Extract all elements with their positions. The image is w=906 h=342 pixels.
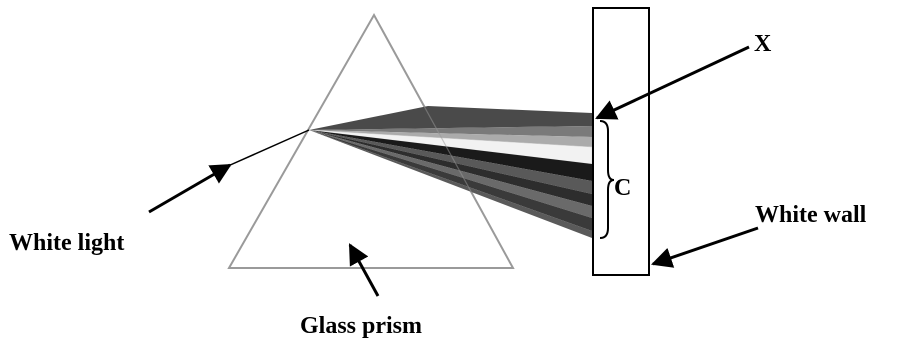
incident-ray bbox=[227, 129, 310, 167]
spectrum-bands bbox=[308, 106, 593, 238]
prism-pointer-arrow bbox=[348, 243, 380, 297]
label-x: X bbox=[754, 31, 772, 57]
c-brace bbox=[599, 120, 615, 239]
label-white-light: White light bbox=[9, 230, 124, 256]
wall-pointer-arrow bbox=[651, 226, 759, 268]
incident-ray-arrow bbox=[148, 163, 232, 214]
label-c: C bbox=[614, 175, 631, 201]
x-pointer-arrow bbox=[595, 45, 750, 120]
white-wall bbox=[592, 7, 650, 276]
label-glass-prism: Glass prism bbox=[300, 313, 422, 339]
prism-edge-overlay bbox=[373, 14, 514, 269]
label-white-wall: White wall bbox=[755, 202, 867, 228]
